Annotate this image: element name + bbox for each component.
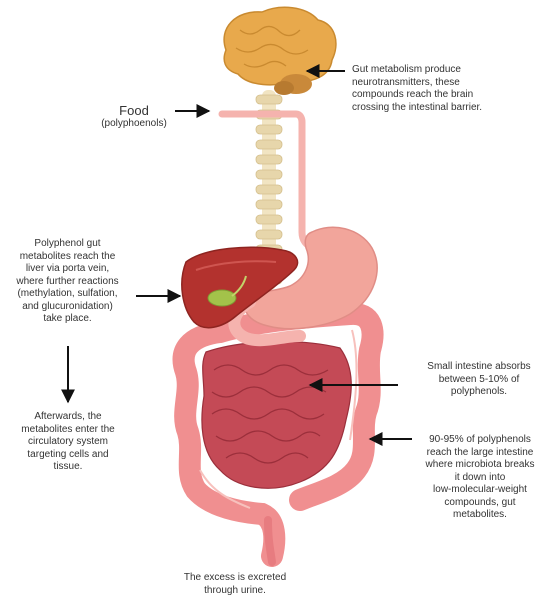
brain-label-line: Gut metabolism produce <box>352 64 532 77</box>
circulation-label-line: targeting cells and <box>8 449 128 462</box>
brain-label: Gut metabolism produce neurotransmitters… <box>352 64 532 114</box>
brain <box>224 7 336 95</box>
large-intestine-label: 90-95% of polyphenols reach the large in… <box>412 434 548 522</box>
large-intestine-label-line: metabolites. <box>412 509 548 522</box>
excretion-label-line: The excess is excreted <box>160 572 310 585</box>
food-title: Food <box>90 103 178 118</box>
circulation-label-line: Afterwards, the <box>8 411 128 424</box>
brain-label-line: crossing the intestinal barrier. <box>352 102 532 115</box>
liver-label: Polyphenol gut metabolites reach the liv… <box>0 238 135 326</box>
small-intestine <box>202 342 351 489</box>
liver-label-line: (methylation, sulfation, <box>0 288 135 301</box>
large-intestine-label-line: it down into <box>412 472 548 485</box>
large-intestine-label-line: compounds, gut <box>412 497 548 510</box>
small-intestine-label: Small intestine absorbs between 5-10% of… <box>410 361 548 399</box>
food-subtitle: (polyphoenols) <box>90 118 178 131</box>
excretion-label: The excess is excreted through urine. <box>160 572 310 597</box>
liver-label-line: metabolites reach the <box>0 251 135 264</box>
large-intestine-label-line: 90-95% of polyphenols <box>412 434 548 447</box>
small-intestine-label-line: Small intestine absorbs <box>410 361 548 374</box>
small-intestine-label-line: polyphenols. <box>410 386 548 399</box>
circulation-label-line: metabolites enter the <box>8 424 128 437</box>
large-intestine-label-line: where microbiota breaks <box>412 459 548 472</box>
brain-label-line: neurotransmitters, these <box>352 77 532 90</box>
food-label: Food (polyphoenols) <box>90 103 178 131</box>
brain-label-line: compounds reach the brain <box>352 89 532 102</box>
circulation-label-line: tissue. <box>8 461 128 474</box>
circulation-label: Afterwards, the metabolites enter the ci… <box>8 411 128 474</box>
large-intestine-label-line: reach the large intestine <box>412 447 548 460</box>
circulation-label-line: circulatory system <box>8 436 128 449</box>
small-intestine-label-line: between 5-10% of <box>410 374 548 387</box>
liver-label-line: and glucuronidation) <box>0 301 135 314</box>
liver-label-line: liver via porta vein, <box>0 263 135 276</box>
gallbladder <box>208 290 236 306</box>
liver-label-line: take place. <box>0 313 135 326</box>
excretion-label-line: through urine. <box>160 585 310 597</box>
large-intestine-label-line: low-molecular-weight <box>412 484 548 497</box>
liver-label-line: where further reactions <box>0 276 135 289</box>
liver-label-line: Polyphenol gut <box>0 238 135 251</box>
